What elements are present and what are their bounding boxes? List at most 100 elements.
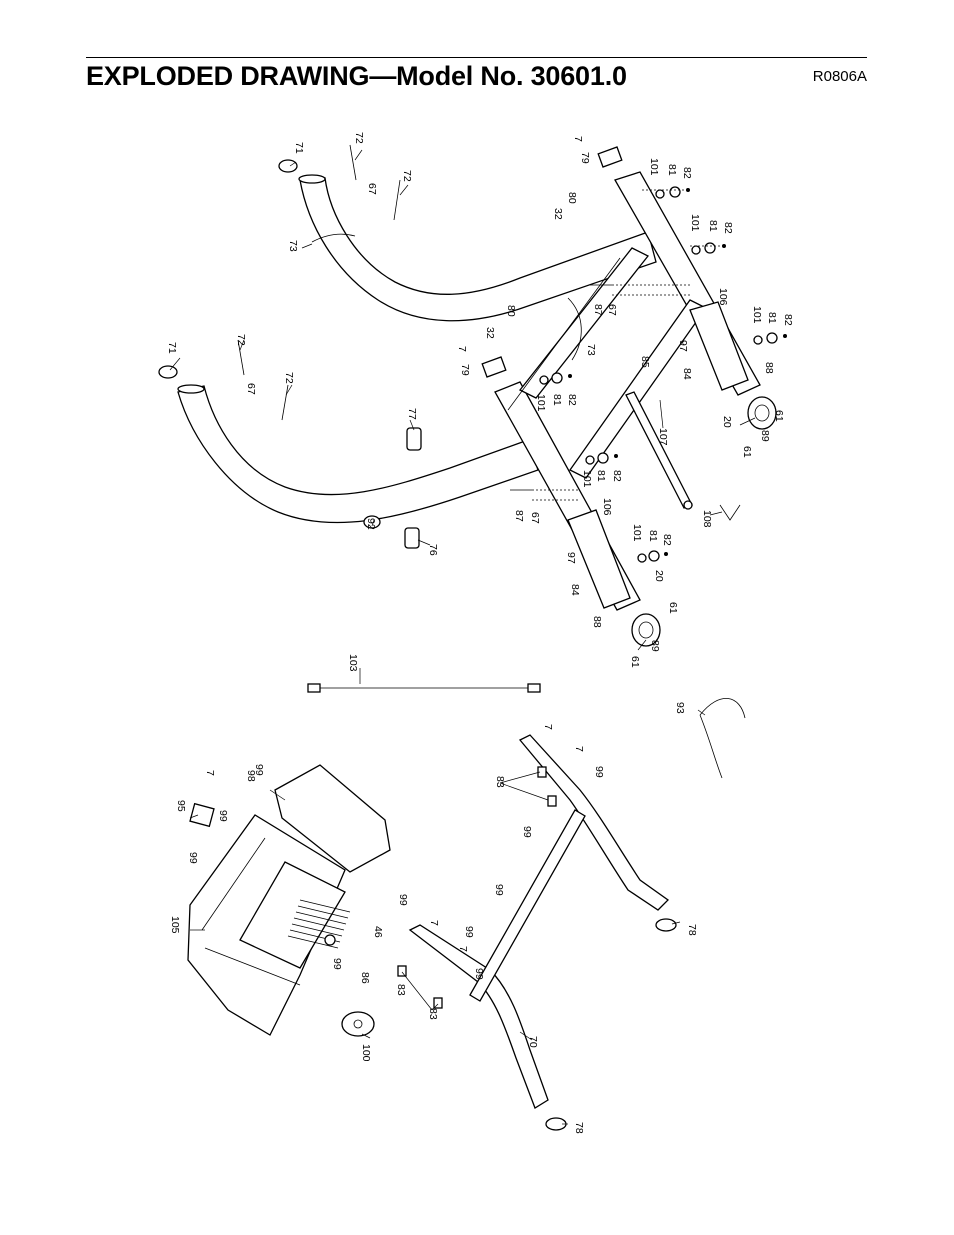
callout-label: 78 xyxy=(573,1122,585,1134)
callout-label: 71 xyxy=(166,342,178,354)
console-base-98 xyxy=(274,764,391,873)
callout-label: 83 xyxy=(427,1008,439,1020)
end-cap-upper xyxy=(278,159,298,173)
callout-label: 99 xyxy=(473,968,485,980)
callout-label: 79 xyxy=(579,152,591,164)
callout-label: 105 xyxy=(169,916,181,934)
callout-label: 99 xyxy=(331,958,343,970)
screw-82 xyxy=(664,552,668,556)
callout-label: 101 xyxy=(751,306,763,324)
callout-label: 67 xyxy=(366,183,378,195)
callout-label: 32 xyxy=(484,327,496,339)
mounting-bar xyxy=(469,809,586,1002)
brace-108 xyxy=(719,504,741,521)
callout-leaders xyxy=(169,149,756,1125)
callout-label: 106 xyxy=(601,498,613,516)
wire-harness-73-upper xyxy=(311,233,356,243)
screw-82 xyxy=(568,374,572,378)
callout-label: 89 xyxy=(759,430,771,442)
console-display xyxy=(239,861,346,969)
insert-83 xyxy=(397,965,407,977)
callout-label: 78 xyxy=(686,924,698,936)
insert-83 xyxy=(537,766,547,778)
callout-label: 99 xyxy=(493,884,505,896)
bushing-77 xyxy=(406,427,422,451)
cable-103-end xyxy=(527,683,541,693)
callout-label: 82 xyxy=(661,534,673,546)
bolt-72-c xyxy=(237,339,245,376)
header-rule xyxy=(86,57,867,58)
washer-101 xyxy=(691,245,701,255)
callout-label: 46 xyxy=(372,926,384,938)
nut-81 xyxy=(648,550,660,562)
bolt-72-a xyxy=(349,144,357,181)
wheel-left-hub xyxy=(638,621,654,639)
callout-label: 99 xyxy=(187,852,199,864)
callout-label: 83 xyxy=(395,984,407,996)
callout-label: 85 xyxy=(639,356,651,368)
callout-label: 93 xyxy=(674,702,686,714)
callout-label: 79 xyxy=(459,364,471,376)
nut-81 xyxy=(669,186,681,198)
callout-label: 82 xyxy=(566,394,578,406)
callout-label: 84 xyxy=(569,584,581,596)
callout-label: 7 xyxy=(428,920,440,926)
callout-label: 99 xyxy=(217,810,229,822)
callout-label: 82 xyxy=(681,167,693,179)
callout-label: 81 xyxy=(551,394,563,406)
drawing-code: R0806A xyxy=(812,68,867,85)
callout-label: 20 xyxy=(721,416,733,428)
handrail-tube-70 xyxy=(408,924,549,1109)
callout-label: 76 xyxy=(427,544,439,556)
callout-label: 103 xyxy=(347,654,359,672)
page-title: EXPLODED DRAWING—Model No. 30601.0 xyxy=(86,61,627,91)
callout-label: 99 xyxy=(463,926,475,938)
callout-label: 32 xyxy=(552,208,564,220)
callout-label: 73 xyxy=(287,240,299,252)
callout-label: 99 xyxy=(593,766,605,778)
callout-labels: 71 72 67 72 73 7 79 80 32 101 81 82 101 … xyxy=(166,132,794,1134)
callout-label: 7 xyxy=(457,946,469,952)
callout-label: 81 xyxy=(595,470,607,482)
callout-label: 67 xyxy=(606,304,618,316)
nut-81 xyxy=(551,372,563,384)
base-foot-right xyxy=(689,301,749,391)
callout-label: 77 xyxy=(406,408,418,420)
callout-label: 83 xyxy=(494,776,506,788)
callout-label: 106 xyxy=(717,288,729,306)
callout-label: 7 xyxy=(456,346,468,352)
washer-101 xyxy=(753,335,763,345)
console-assembly xyxy=(187,764,391,1037)
callout-label: 97 xyxy=(565,552,577,564)
wire-93-tail xyxy=(699,714,723,779)
callout-label: 61 xyxy=(773,410,785,422)
callout-label: 72 xyxy=(235,334,247,346)
callout-label: 81 xyxy=(707,220,719,232)
upright-tube-lower xyxy=(177,385,539,524)
callout-label: 7 xyxy=(204,770,216,776)
callout-label: 89 xyxy=(649,640,661,652)
washer-101 xyxy=(655,189,665,199)
washer-101 xyxy=(585,455,595,465)
knob-76 xyxy=(404,527,420,549)
callout-label: 71 xyxy=(293,142,305,154)
insert-83 xyxy=(433,997,443,1009)
callout-label: 99 xyxy=(397,894,409,906)
callout-label: 70 xyxy=(527,1036,539,1048)
callout-label: 82 xyxy=(611,470,623,482)
callout-label: 61 xyxy=(667,602,679,614)
callout-label: 92 xyxy=(365,518,377,530)
frame-crossbar-upper xyxy=(518,247,650,399)
screw-82 xyxy=(783,334,787,338)
bracket-95 xyxy=(189,802,215,828)
grommet-92 xyxy=(363,515,381,529)
callout-label: 87 xyxy=(592,304,604,316)
callout-label: 7 xyxy=(542,724,554,730)
callout-label: 61 xyxy=(629,656,641,668)
fan-hub xyxy=(353,1019,363,1029)
fan-100 xyxy=(341,1011,375,1037)
callout-label: 7 xyxy=(572,136,584,142)
insert-83 xyxy=(547,795,557,807)
callout-label: 81 xyxy=(666,164,678,176)
callout-label: 101 xyxy=(648,158,660,176)
